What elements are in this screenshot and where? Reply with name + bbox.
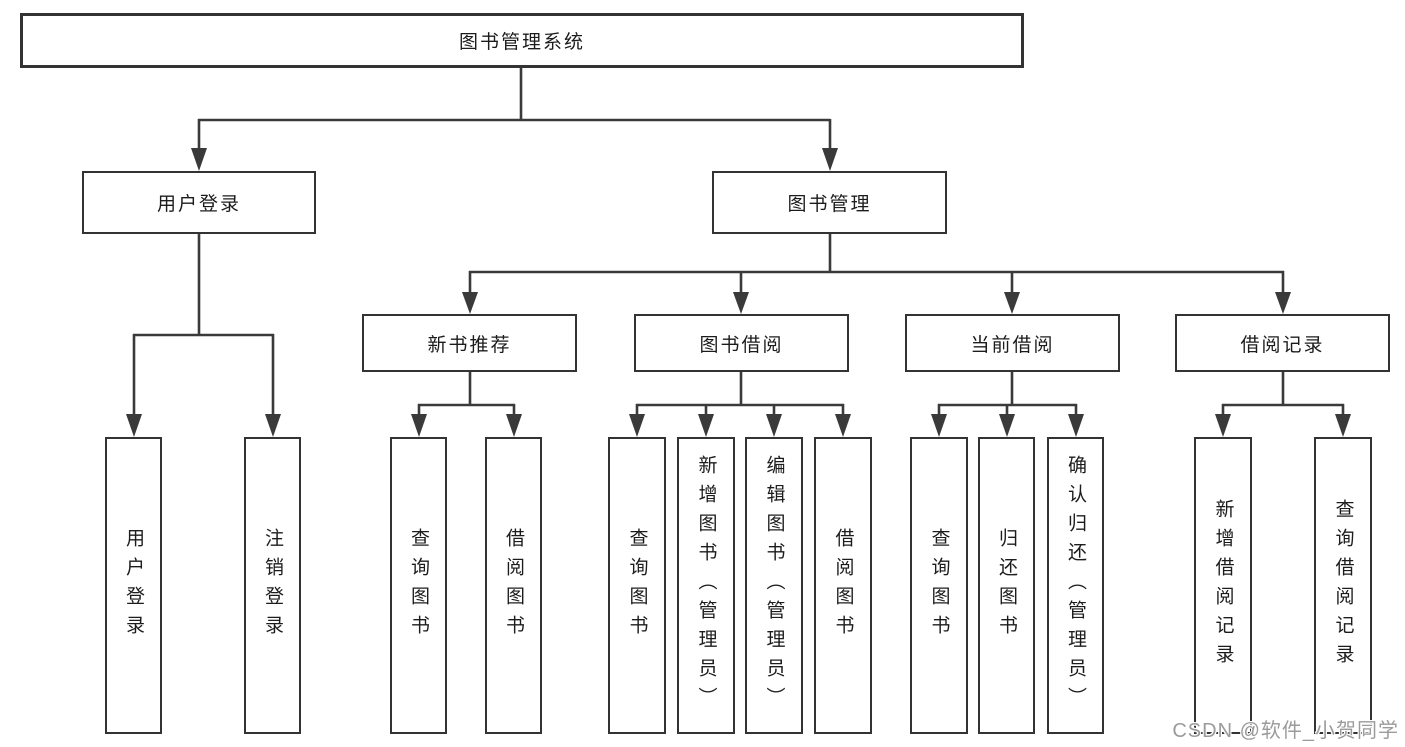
node-label: 用户登录	[156, 194, 241, 215]
node-new-book-recommend: 新书推荐	[362, 314, 577, 372]
leaf-query-books-recommend: 查询图书	[390, 437, 447, 734]
node-label: 新增借阅记录	[1212, 498, 1234, 673]
edges-current-borrow	[931, 372, 1084, 437]
node-book-management: 图书管理	[712, 171, 947, 234]
leaf-user-login: 用户登录	[105, 437, 162, 734]
node-user-login: 用户登录	[82, 171, 316, 234]
leaf-borrow-books-recommend: 借阅图书	[485, 437, 542, 734]
leaf-logout: 注销登录	[244, 437, 301, 734]
leaf-borrow-books: 借阅图书	[814, 437, 872, 734]
edges-borrow-record	[1215, 372, 1351, 437]
edges-book-borrow	[629, 372, 851, 437]
node-book-borrow: 图书借阅	[634, 314, 849, 372]
node-borrow-records: 借阅记录	[1175, 314, 1390, 372]
csdn-watermark: CSDN @软件_小贺同学	[1172, 720, 1399, 742]
leaf-edit-book-admin: 编辑图书（管理员）	[745, 437, 803, 734]
node-label: 查询图书	[626, 527, 648, 644]
node-label: 借阅图书	[832, 527, 854, 644]
edges-root	[191, 68, 838, 171]
node-label: 查询图书	[928, 527, 950, 644]
node-label: 注销登录	[262, 527, 283, 644]
node-label: 图书借阅	[699, 334, 784, 356]
node-label: 用户登录	[123, 527, 144, 644]
node-library-system: 图书管理系统	[20, 13, 1024, 68]
leaf-return-book: 归还图书	[978, 437, 1035, 734]
node-label: 新书推荐	[427, 334, 512, 356]
leaf-add-book-admin: 新增图书（管理员）	[677, 437, 735, 734]
node-label: 新增图书（管理员）	[695, 455, 717, 716]
node-label: 图书管理系统	[458, 32, 585, 53]
node-label: 借阅图书	[503, 527, 524, 644]
leaf-query-books-current: 查询图书	[910, 437, 968, 734]
node-current-borrow: 当前借阅	[905, 314, 1120, 372]
edges-book-mgmt	[462, 234, 1291, 314]
node-label: 查询借阅记录	[1332, 498, 1354, 673]
node-label: 借阅记录	[1240, 334, 1325, 356]
leaf-query-borrow-record: 查询借阅记录	[1314, 437, 1372, 734]
node-label: 图书管理	[787, 194, 872, 215]
node-label: 查询图书	[408, 527, 429, 644]
edges-new-book-rec	[411, 372, 522, 437]
node-label: 当前借阅	[970, 334, 1055, 356]
node-label: 确认归还（管理员）	[1065, 455, 1086, 716]
leaf-query-books-borrow: 查询图书	[608, 437, 666, 734]
node-label: 编辑图书（管理员）	[763, 455, 785, 716]
leaf-add-borrow-record: 新增借阅记录	[1194, 437, 1252, 734]
leaf-confirm-return-admin: 确认归还（管理员）	[1047, 437, 1104, 734]
node-label: 归还图书	[996, 527, 1017, 644]
edges-user-login	[126, 234, 281, 437]
